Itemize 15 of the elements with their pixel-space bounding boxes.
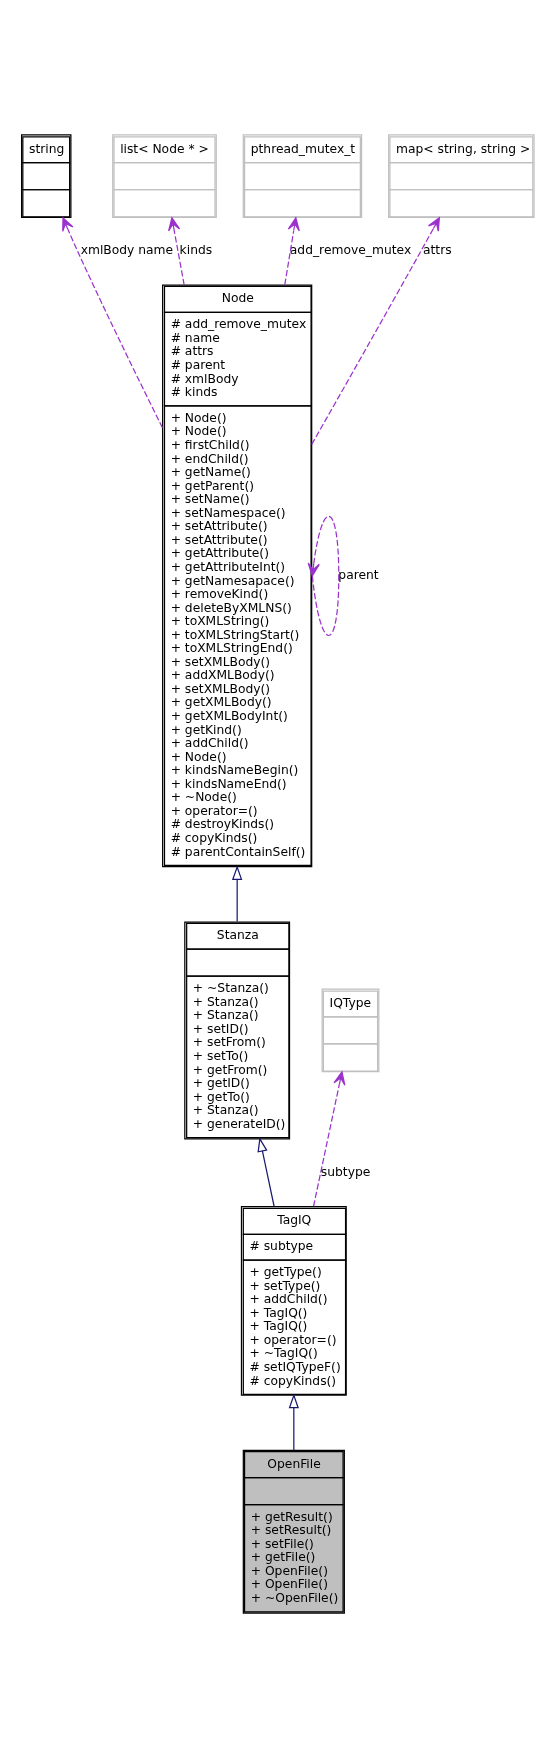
arrow [312,1070,346,1207]
arrow [288,1393,299,1451]
edge-label: subtype [320,1164,371,1179]
arrow [168,216,185,286]
arrow [257,1136,275,1207]
arrow [62,216,164,428]
arrow [311,216,440,445]
edge-label: parent [338,567,379,582]
edge-label: kinds [179,242,213,257]
edge-label: add_remove_mutex [289,242,412,257]
edge-label: attrs [423,242,452,257]
arrow [232,864,243,922]
edge-label: xmlBody name [80,242,174,257]
arrow [307,515,340,636]
arrow [284,216,300,286]
